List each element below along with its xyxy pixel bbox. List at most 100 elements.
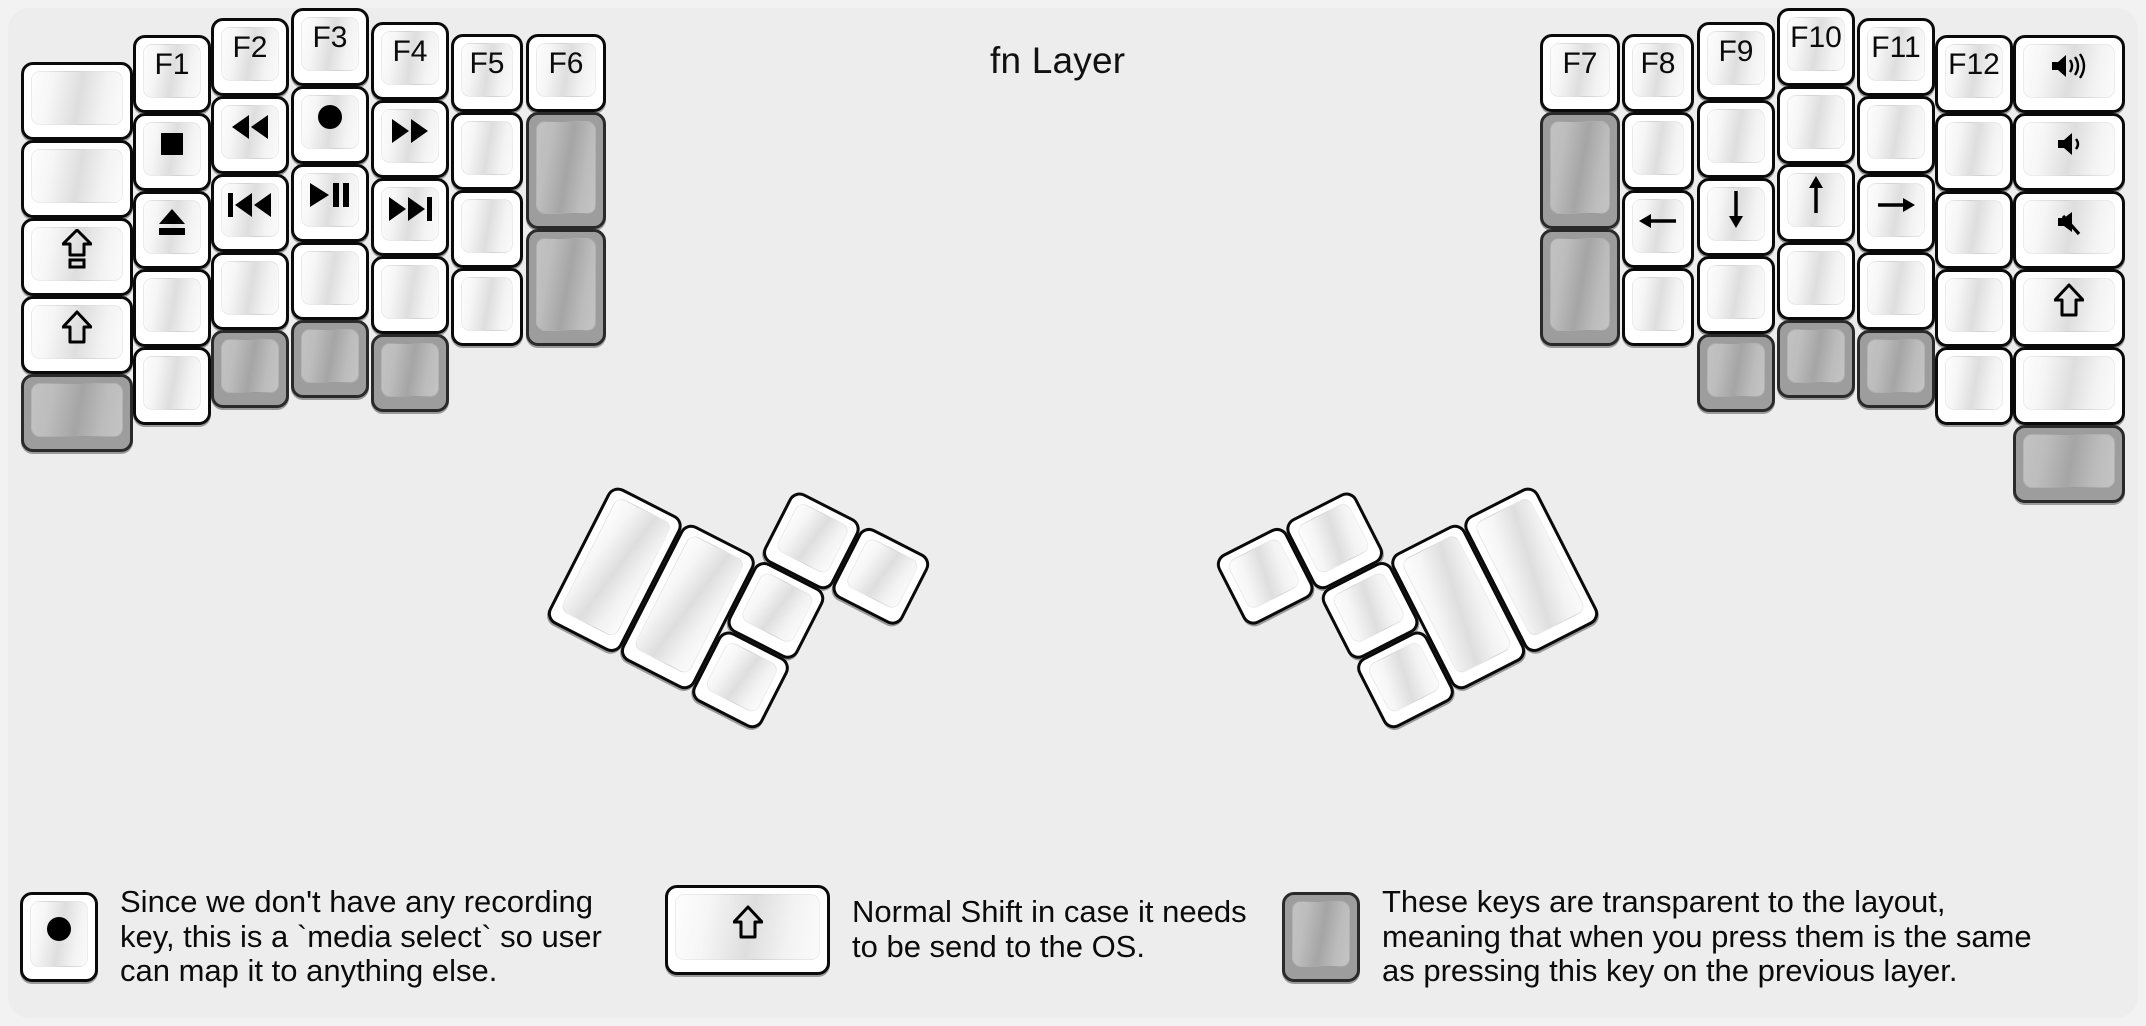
right-ring-lower-key-f11[interactable]: F11	[1857, 18, 1935, 96]
left-pinky-key-eject[interactable]	[133, 191, 211, 269]
left-index-inner-key-blank[interactable]	[451, 112, 523, 190]
legend-record: Since we don't have any recording key, t…	[20, 884, 602, 989]
left-index-inner-key-f5[interactable]: F5	[451, 34, 523, 112]
left-index-inner-key-blank[interactable]	[451, 268, 523, 346]
left-pinky-outer-key-blank[interactable]	[21, 62, 133, 140]
right-middle-key-blank[interactable]	[1777, 242, 1855, 320]
left-pinky-outer-key-caps-lock[interactable]	[21, 218, 133, 296]
eject-icon	[156, 207, 188, 237]
left-middle-key-record[interactable]	[291, 86, 369, 164]
right-inner-extra-key-blank[interactable]	[1540, 229, 1620, 346]
legend-record-text: Since we don't have any recording key, t…	[120, 884, 602, 989]
right-index-key-blank[interactable]	[1697, 100, 1775, 178]
right-inner-extra-key-blank[interactable]	[1540, 112, 1620, 229]
stop-icon	[159, 131, 185, 157]
right-pinky-key-blank[interactable]	[1935, 269, 2013, 347]
right-pinky-outer-key-volume-down[interactable]	[2013, 113, 2125, 191]
left-index-key-f4[interactable]: F4	[371, 22, 449, 100]
left-middle-key-blank[interactable]	[291, 320, 369, 398]
left-inner-extra-key-blank[interactable]	[526, 112, 606, 229]
left-index-key-next-track[interactable]	[371, 178, 449, 256]
right-index-inner-key-arrow-left[interactable]	[1622, 190, 1694, 268]
right-index-key-f9[interactable]: F9	[1697, 22, 1775, 100]
left-pinky-key-stop[interactable]	[133, 113, 211, 191]
keycap-face	[1550, 121, 1610, 214]
keycap-face	[1707, 187, 1765, 241]
left-inner-extra-key-f6[interactable]: F6	[526, 34, 606, 112]
keycap-face: F10	[1787, 17, 1845, 71]
keycap-face: F9	[1707, 31, 1765, 85]
left-ring-lower-key-prev-track[interactable]	[211, 174, 289, 252]
right-index-key-blank[interactable]	[1697, 334, 1775, 412]
keycap-face	[1292, 901, 1350, 968]
record-icon	[44, 914, 74, 944]
keycap-face	[381, 187, 439, 241]
keycap-face	[301, 95, 359, 149]
keycap-face	[31, 227, 123, 281]
keycap-face	[844, 536, 921, 611]
keycap-face: F6	[536, 43, 596, 97]
left-pinky-outer-key-shift[interactable]	[21, 296, 133, 374]
right-ring-lower-key-blank[interactable]	[1857, 96, 1935, 174]
left-middle-key-play-pause[interactable]	[291, 164, 369, 242]
left-pinky-outer-key-blank[interactable]	[21, 140, 133, 218]
left-index-key-blank[interactable]	[371, 256, 449, 334]
left-ring-lower-key-rewind[interactable]	[211, 96, 289, 174]
right-index-inner-key-f8[interactable]: F8	[1622, 34, 1694, 112]
keycap-face	[381, 265, 439, 319]
right-ring-lower-key-blank[interactable]	[1857, 330, 1935, 408]
left-ring-lower-key-blank[interactable]	[211, 252, 289, 330]
right-pinky-outer-key-shift[interactable]	[2013, 269, 2125, 347]
keycap-face	[536, 121, 596, 214]
keycap-face	[301, 173, 359, 227]
right-middle-key-blank[interactable]	[1777, 320, 1855, 398]
left-inner-extra-key-blank[interactable]	[526, 229, 606, 346]
right-pinky-outer-key-volume-mute[interactable]	[2013, 191, 2125, 269]
right-inner-extra-key-f7[interactable]: F7	[1540, 34, 1620, 112]
right-pinky-key-f12[interactable]: F12	[1935, 35, 2013, 113]
keycap-face	[1707, 265, 1765, 319]
right-pinky-outer-key-blank[interactable]	[2013, 347, 2125, 425]
left-index-key-blank[interactable]	[371, 334, 449, 412]
left-middle-key-f3[interactable]: F3	[291, 8, 369, 86]
key-label: F8	[1640, 47, 1676, 80]
left-index-key-fast-forward[interactable]	[371, 100, 449, 178]
left-middle-key-blank[interactable]	[291, 242, 369, 320]
keycap-face	[31, 383, 123, 437]
left-ring-lower-key-f2[interactable]: F2	[211, 18, 289, 96]
keycap-face	[1787, 173, 1845, 227]
keycap-face	[301, 329, 359, 383]
keycap-face	[1707, 343, 1765, 397]
right-ring-lower-key-blank[interactable]	[1857, 252, 1935, 330]
right-pinky-outer-key-blank[interactable]	[2013, 425, 2125, 503]
legend-transparent-swatch	[1282, 892, 1360, 983]
arrow-right-icon	[1876, 193, 1916, 217]
keycap-face	[1632, 121, 1684, 175]
keycap-face: F12	[1945, 44, 2003, 98]
right-middle-key-f10[interactable]: F10	[1777, 8, 1855, 86]
right-index-key-arrow-down[interactable]	[1697, 178, 1775, 256]
keycap-face	[1945, 122, 2003, 176]
right-pinky-outer-key-volume-up[interactable]	[2013, 35, 2125, 113]
keycap-face	[1867, 183, 1925, 237]
record-icon	[315, 102, 345, 132]
right-pinky-key-blank[interactable]	[1935, 347, 2013, 425]
left-pinky-key-blank[interactable]	[133, 347, 211, 425]
left-index-inner-key-blank[interactable]	[451, 190, 523, 268]
right-middle-key-blank[interactable]	[1777, 86, 1855, 164]
legend-shift-key-shift	[665, 885, 830, 975]
left-pinky-outer-key-blank[interactable]	[21, 374, 133, 452]
left-pinky-key-blank[interactable]	[133, 269, 211, 347]
left-pinky-key-f1[interactable]: F1	[133, 35, 211, 113]
legend-record-key-record	[20, 892, 98, 983]
right-pinky-key-blank[interactable]	[1935, 191, 2013, 269]
right-ring-lower-key-arrow-right[interactable]	[1857, 174, 1935, 252]
right-middle-key-arrow-up[interactable]	[1777, 164, 1855, 242]
right-pinky-key-blank[interactable]	[1935, 113, 2013, 191]
keycap-face	[221, 183, 279, 237]
left-ring-lower-key-blank[interactable]	[211, 330, 289, 408]
right-index-key-blank[interactable]	[1697, 256, 1775, 334]
right-index-inner-key-blank[interactable]	[1622, 112, 1694, 190]
right-index-inner-key-blank[interactable]	[1622, 268, 1694, 346]
